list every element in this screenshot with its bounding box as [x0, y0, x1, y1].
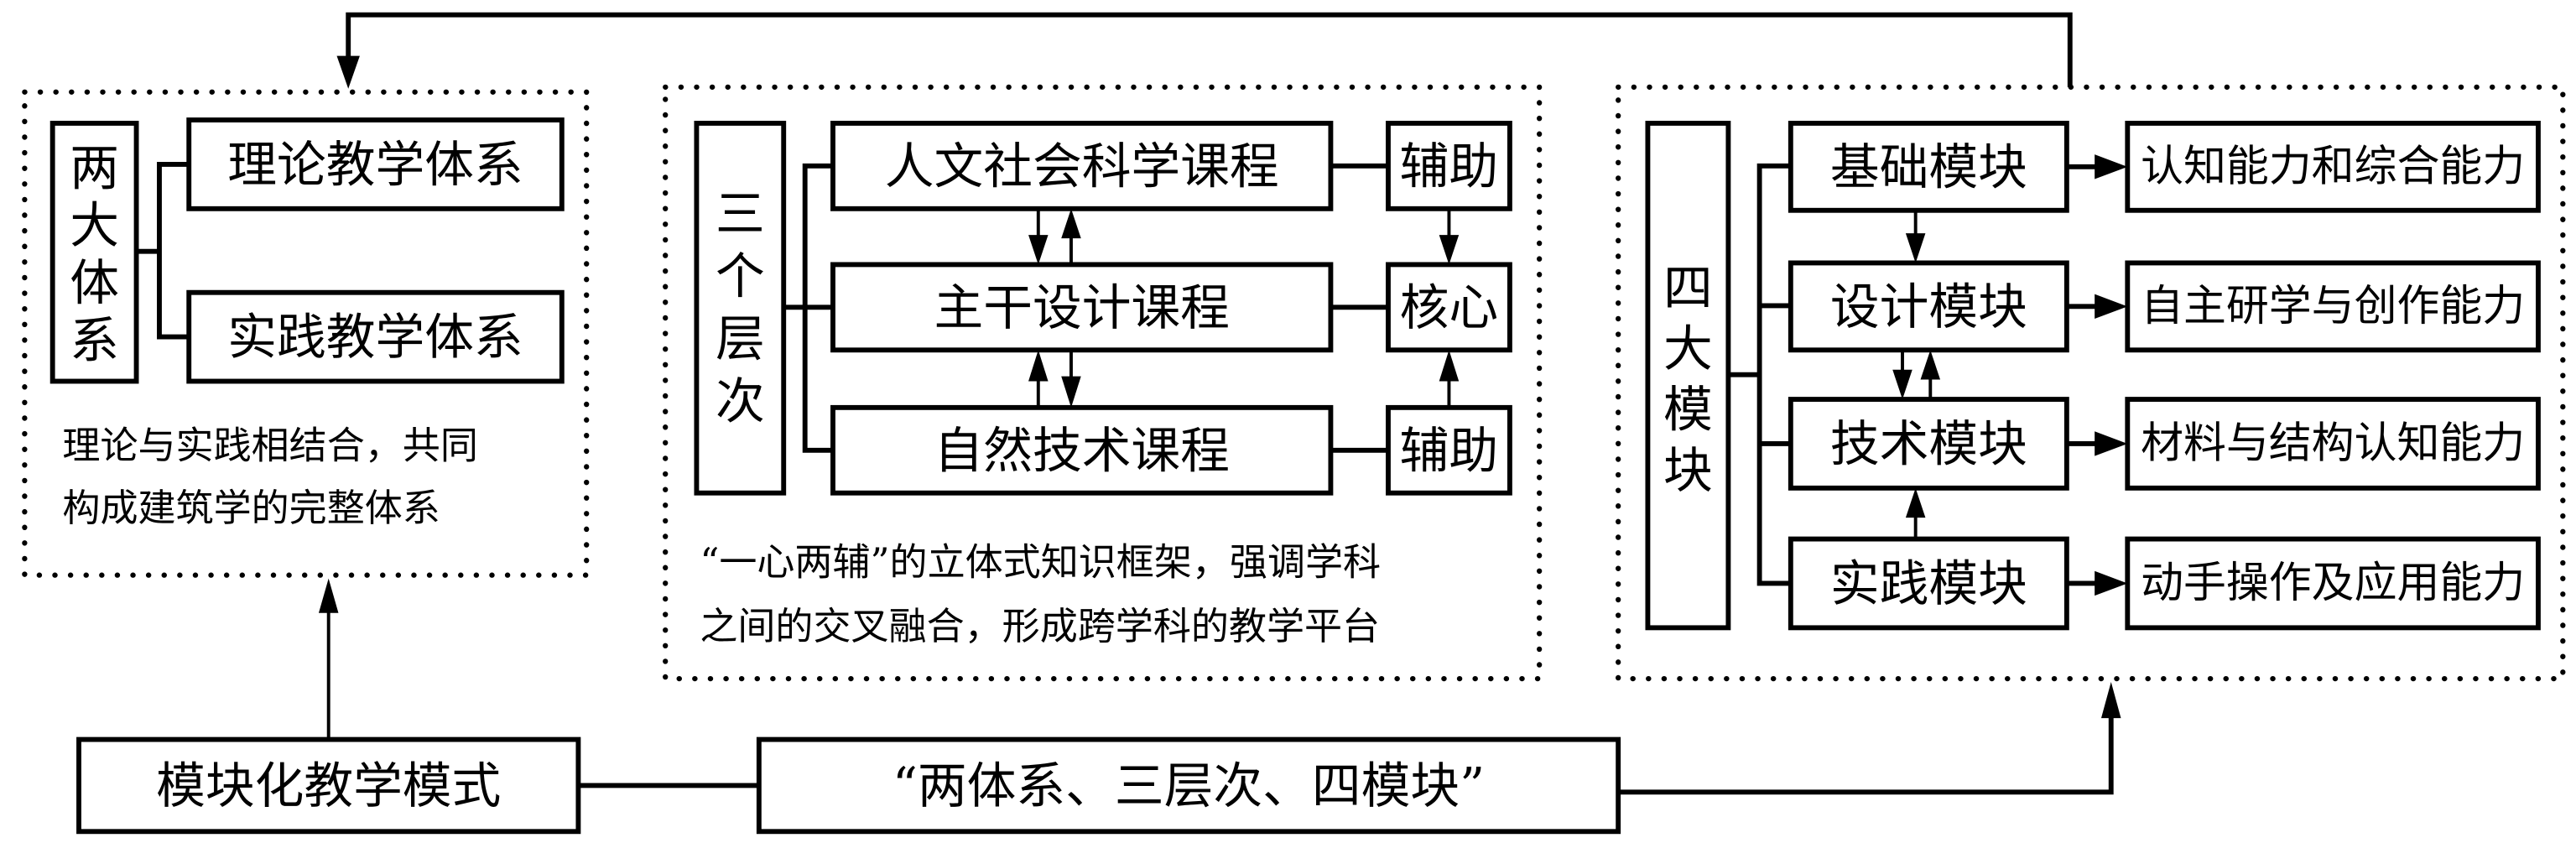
two-systems-char: 体 [70, 253, 119, 311]
foundation-module-box [1788, 120, 2069, 213]
ability-box [2125, 536, 2541, 631]
left-caption-line: 理论与实践相结合，共同 [62, 423, 477, 467]
arrow-up-icon [1920, 350, 1941, 380]
feedback-connector [336, 12, 2073, 89]
three-levels-char: 层 [716, 310, 765, 367]
three-levels-label-box [694, 120, 787, 496]
bottom-row: 模块化教学模式 “两体系、三层次、四模块” [76, 578, 2121, 835]
ability-arrows [2066, 154, 2128, 596]
arrow-down-icon [336, 55, 360, 89]
humanities-course-box [830, 120, 1334, 211]
structure-summary-box [756, 736, 1621, 835]
role-assist-label: 辅助 [1400, 421, 1498, 479]
structure-summary-label: “两体系、三层次、四模块” [892, 757, 1485, 814]
three-levels-char: 次 [716, 372, 765, 430]
arrow-up-icon [2100, 682, 2121, 719]
design-module-box [1788, 260, 2069, 353]
arrow-right-icon [2095, 294, 2128, 320]
bottom-to-right-connector [1618, 713, 2114, 795]
two-systems-char: 大 [70, 196, 119, 254]
arrow-down-icon [1061, 376, 1081, 408]
three-levels-char: 个 [716, 247, 765, 305]
practice-module-box [1788, 536, 2069, 631]
arrow-up-icon [1028, 350, 1049, 382]
arrow-right-icon [2095, 570, 2128, 596]
technology-module-label: 技术模块 [1830, 414, 2027, 472]
role-core-label: 核心 [1400, 278, 1498, 336]
four-modules-char: 四 [1663, 258, 1713, 316]
practice-system-label: 实践教学体系 [227, 308, 523, 366]
four-modules-char: 大 [1663, 320, 1713, 377]
natural-tech-course-box [830, 404, 1334, 496]
design-module-label: 设计模块 [1830, 278, 2027, 336]
ability-box [2125, 397, 2541, 491]
ability-box [2125, 260, 2541, 353]
arrow-down-icon [1028, 235, 1049, 265]
arrow-down-icon [1439, 235, 1460, 265]
four-modules-char: 模 [1663, 380, 1713, 438]
modular-teaching-mode-box [76, 736, 581, 835]
middle-panel-border [663, 84, 1543, 682]
natural-tech-course-label: 自然技术课程 [934, 421, 1229, 479]
ability-label: 自主研学与创作能力 [2141, 282, 2525, 331]
arrow-up-icon [318, 578, 339, 613]
arrow-up-icon [1061, 208, 1081, 239]
role-assist-label: 辅助 [1400, 137, 1498, 195]
design-course-box [830, 262, 1334, 353]
middle-panel: 三 个 层 次 人文社会科学课程 主干设计课程 自然技术课程 辅助 [663, 84, 1543, 682]
course-arrows [1028, 208, 1081, 408]
theory-system-label: 理论教学体系 [227, 135, 523, 193]
arrow-up-icon [1905, 487, 1926, 518]
role-core-box [1386, 262, 1512, 353]
arrow-up-icon [1439, 350, 1460, 382]
two-systems-char: 两 [70, 138, 119, 196]
ability-label: 材料与结构认知能力 [2141, 419, 2525, 468]
arrow-down-icon [1892, 369, 1912, 400]
bracket-connector [157, 161, 190, 340]
right-panel: 四 大 模 块 基础模块 设计模块 技术模块 实践模块 [1616, 84, 2566, 682]
middle-caption-line: “一心两辅”的立体式知识框架，强调学科 [700, 539, 1381, 584]
design-course-label: 主干设计课程 [934, 278, 1229, 336]
left-panel-border [22, 89, 590, 578]
arrow-right-icon [2095, 154, 2128, 180]
modular-teaching-mode-label: 模块化教学模式 [156, 757, 501, 814]
middle-caption-line: 之间的交叉融合，形成跨学科的教学平台 [700, 604, 1380, 648]
four-modules-char: 块 [1663, 441, 1713, 499]
arrow-down-icon [1905, 233, 1926, 263]
practice-module-label: 实践模块 [1830, 554, 2027, 612]
left-panel: 两 大 体 系 理论教学体系 实践教学体系 理论与实践相结合，共同 构成建筑学的… [22, 89, 590, 578]
feedback-line [346, 12, 2073, 87]
foundation-module-label: 基础模块 [1830, 138, 2027, 195]
arrow-right-icon [2095, 431, 2128, 456]
two-systems-char: 系 [70, 311, 119, 369]
theory-system-box [186, 117, 565, 211]
four-modules-label-box [1645, 120, 1731, 631]
left-caption-line: 构成建筑学的完整体系 [62, 486, 440, 530]
humanities-course-label: 人文社会科学课程 [885, 137, 1279, 195]
ability-box [2125, 120, 2541, 213]
ability-label: 认知能力和综合能力 [2141, 142, 2525, 191]
role-assist-box [1386, 120, 1512, 211]
bracket-connector [1756, 163, 1791, 586]
ability-label: 动手操作及应用能力 [2141, 559, 2525, 608]
three-levels-char: 三 [716, 185, 765, 242]
practice-system-box [186, 289, 565, 384]
right-panel-border [1616, 84, 2566, 682]
